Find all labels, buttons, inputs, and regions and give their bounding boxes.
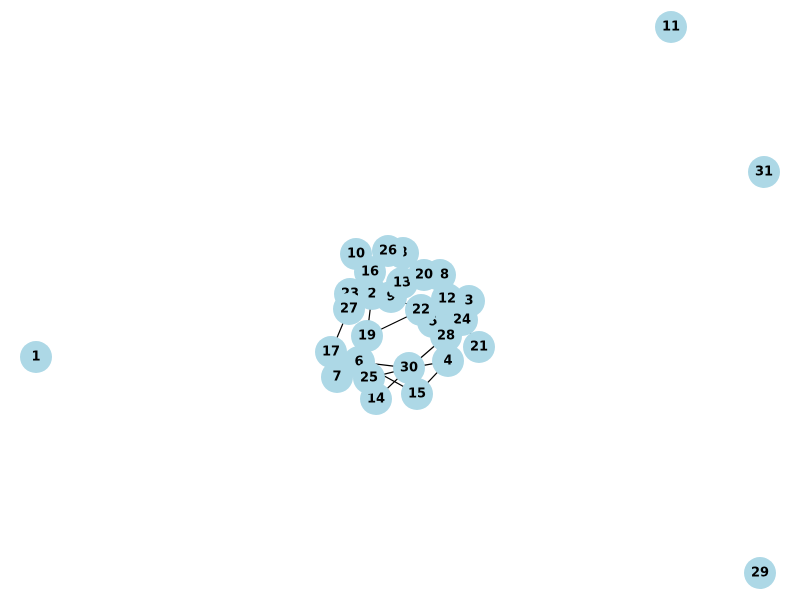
- node-circle: [463, 331, 495, 363]
- node-circle: [315, 336, 347, 368]
- node-circle: [430, 320, 462, 352]
- node-label: 14: [367, 392, 385, 407]
- node-circle: [432, 345, 464, 377]
- node-label: 26: [379, 244, 397, 259]
- node-1: 1: [20, 341, 52, 373]
- node-28: 28: [430, 320, 462, 352]
- graph-nodes: 1234567891011121314151617181920212223242…: [20, 11, 780, 589]
- node-label: 6: [354, 355, 363, 370]
- node-label: 1: [31, 350, 40, 365]
- node-label: 25: [360, 371, 378, 386]
- node-circle: [372, 235, 404, 267]
- node-label: 11: [662, 20, 680, 35]
- node-circle: [321, 361, 353, 393]
- node-16: 16: [354, 256, 386, 288]
- node-26: 26: [372, 235, 404, 267]
- node-19: 19: [351, 320, 383, 352]
- node-circle: [401, 378, 433, 410]
- node-7: 7: [321, 361, 353, 393]
- node-label: 20: [415, 268, 433, 283]
- node-label: 15: [408, 387, 426, 402]
- node-circle: [655, 11, 687, 43]
- node-label: 17: [322, 345, 340, 360]
- node-label: 16: [361, 265, 379, 280]
- node-circle: [351, 320, 383, 352]
- node-circle: [333, 293, 365, 325]
- node-circle: [748, 156, 780, 188]
- node-label: 3: [464, 294, 473, 309]
- node-label: 29: [751, 566, 769, 581]
- node-circle: [20, 341, 52, 373]
- node-label: 4: [443, 354, 452, 369]
- node-label: 9: [386, 290, 395, 305]
- node-label: 5: [428, 315, 437, 330]
- node-label: 7: [332, 370, 341, 385]
- node-11: 11: [655, 11, 687, 43]
- node-label: 13: [393, 276, 411, 291]
- node-label: 10: [347, 247, 365, 262]
- node-21: 21: [463, 331, 495, 363]
- node-label: 2: [367, 287, 376, 302]
- node-label: 27: [340, 302, 358, 317]
- node-label: 24: [453, 313, 471, 328]
- node-circle: [354, 256, 386, 288]
- node-4: 4: [432, 345, 464, 377]
- node-15: 15: [401, 378, 433, 410]
- node-circle: [353, 362, 385, 394]
- node-31: 31: [748, 156, 780, 188]
- node-label: 12: [438, 292, 456, 307]
- node-29: 29: [744, 557, 776, 589]
- node-30: 30: [393, 352, 425, 384]
- node-circle: [408, 259, 440, 291]
- node-17: 17: [315, 336, 347, 368]
- node-label: 28: [437, 329, 455, 344]
- node-circle: [393, 352, 425, 384]
- node-label: 31: [755, 165, 773, 180]
- node-25: 25: [353, 362, 385, 394]
- node-label: 21: [470, 340, 488, 355]
- node-label: 19: [358, 329, 376, 344]
- node-20: 20: [408, 259, 440, 291]
- node-label: 22: [412, 303, 430, 318]
- node-circle: [405, 294, 437, 326]
- node-circle: [744, 557, 776, 589]
- node-27: 27: [333, 293, 365, 325]
- node-label: 30: [400, 361, 418, 376]
- node-22: 22: [405, 294, 437, 326]
